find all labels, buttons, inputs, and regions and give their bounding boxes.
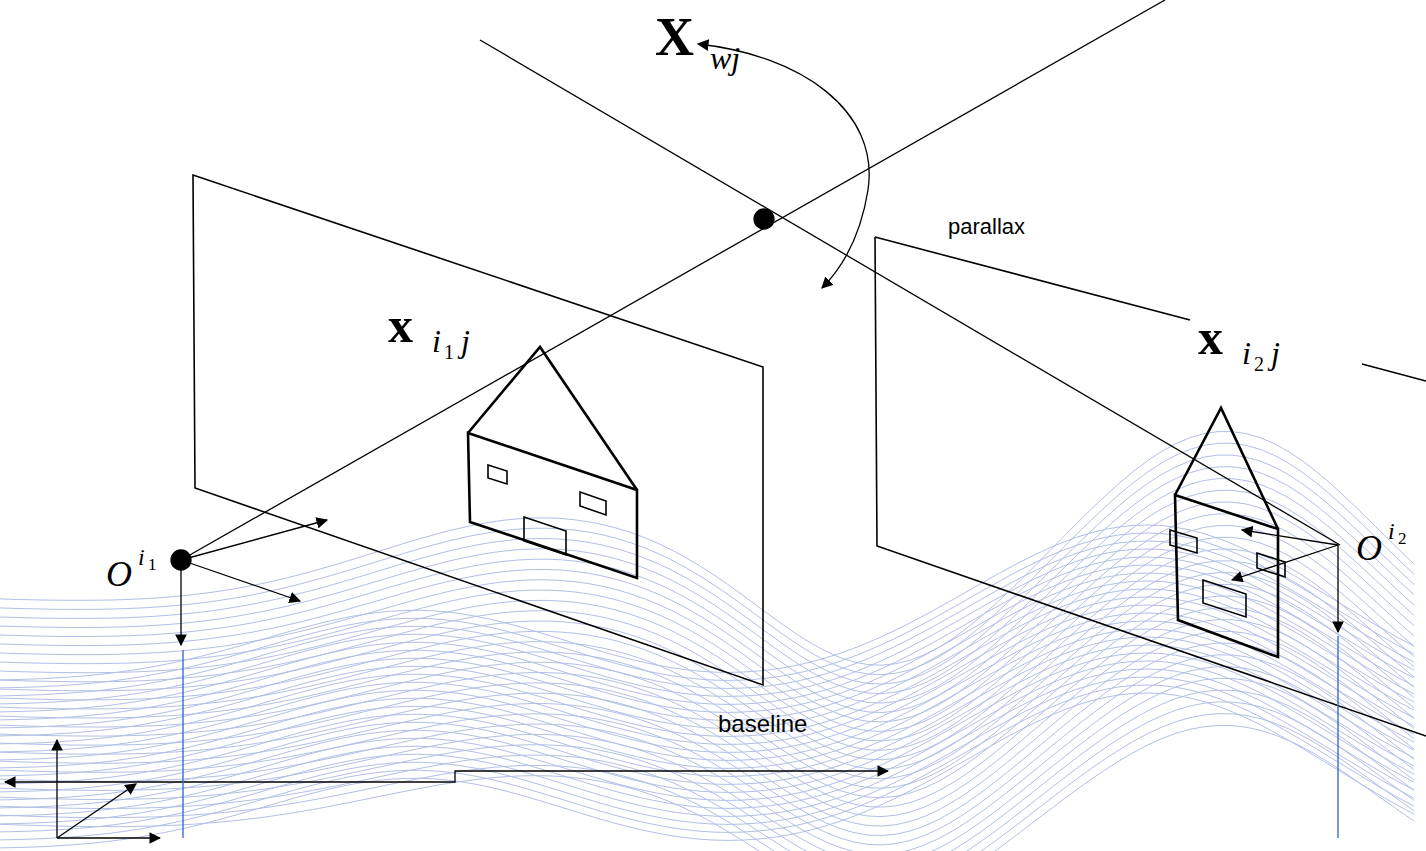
camera-centre-label: O [106, 556, 132, 592]
wave-line [0, 685, 1414, 840]
wave-line [0, 490, 1414, 712]
wave-line [0, 693, 1414, 848]
image-point-symbol: x [1198, 312, 1223, 362]
house-windows [488, 465, 606, 555]
axis-arrow [181, 520, 327, 560]
wave-line [0, 677, 1414, 832]
axis-arrow [181, 560, 300, 601]
wave-line [0, 502, 1414, 722]
wave-line [0, 573, 1414, 728]
wave-line [0, 467, 1414, 694]
wave-line [0, 549, 1414, 704]
image-point-subscript: j [1271, 337, 1280, 369]
wave-line [0, 714, 1414, 851]
ray [480, 40, 1340, 545]
wave-line [0, 514, 1414, 732]
wave-line [0, 653, 1414, 808]
wave-line [0, 645, 1414, 800]
house [468, 347, 637, 578]
wave-line [0, 589, 1414, 744]
camera-centre-superscript: 1 [148, 556, 157, 573]
wave-line [0, 537, 1414, 750]
axis-arrow [1337, 545, 1338, 632]
wave-line [0, 557, 1414, 712]
wave-line [0, 597, 1414, 752]
wave-line [0, 631, 1414, 826]
wave-line [0, 525, 1414, 680]
wave-line [0, 573, 1414, 779]
height-line [182, 650, 183, 838]
wave-line [0, 533, 1414, 688]
wave-line [0, 725, 1414, 851]
image-point-subscript: i [432, 325, 441, 357]
axis-arrow [56, 740, 57, 838]
world-point [754, 209, 774, 229]
image-point-subscript: 1 [444, 342, 454, 362]
wave-line [0, 667, 1414, 851]
baseline-label: baseline [718, 712, 807, 736]
image-point-subscript: 2 [1254, 354, 1264, 374]
point-subscript: wj [710, 42, 740, 74]
height-line [1337, 636, 1338, 838]
wave-line [0, 637, 1414, 792]
wave-line [0, 608, 1414, 807]
wave-line [0, 678, 1414, 851]
parallax-label: parallax [948, 216, 1025, 238]
baseline-arrow [5, 771, 888, 782]
axis-arrow [57, 784, 136, 838]
wave-line [0, 565, 1414, 720]
wave-line [0, 620, 1414, 817]
house-windows [1170, 530, 1285, 617]
parallax-arc [698, 44, 869, 288]
camera-centre-superscript: 2 [1398, 530, 1407, 547]
wave-line [0, 690, 1414, 851]
axis-arrow [57, 837, 160, 838]
wave-line [0, 621, 1414, 776]
wave-line [0, 584, 1414, 788]
wave-line [0, 613, 1414, 768]
wave-line [0, 629, 1414, 784]
image-point-subscript: j [461, 325, 470, 357]
image-plane [875, 237, 1426, 736]
wave-line [0, 549, 1414, 760]
camera-centre-superscript: i [1388, 519, 1395, 543]
axis-arrow [1242, 530, 1338, 545]
wave-line [0, 661, 1414, 816]
camera-centre-superscript: i [138, 545, 145, 569]
house [1175, 408, 1278, 657]
wave-line [0, 669, 1414, 824]
camera-centre-label: O [1356, 530, 1382, 566]
image-point-subscript: i [1242, 337, 1251, 369]
image-point-symbol: x [388, 300, 413, 350]
image-plane [193, 175, 763, 685]
point-symbol: X [655, 10, 694, 64]
wave-line [0, 541, 1414, 696]
axis-arrow [1232, 545, 1338, 580]
wave-line [0, 702, 1414, 851]
axis-arrow [180, 560, 181, 645]
ray [181, 0, 1165, 560]
